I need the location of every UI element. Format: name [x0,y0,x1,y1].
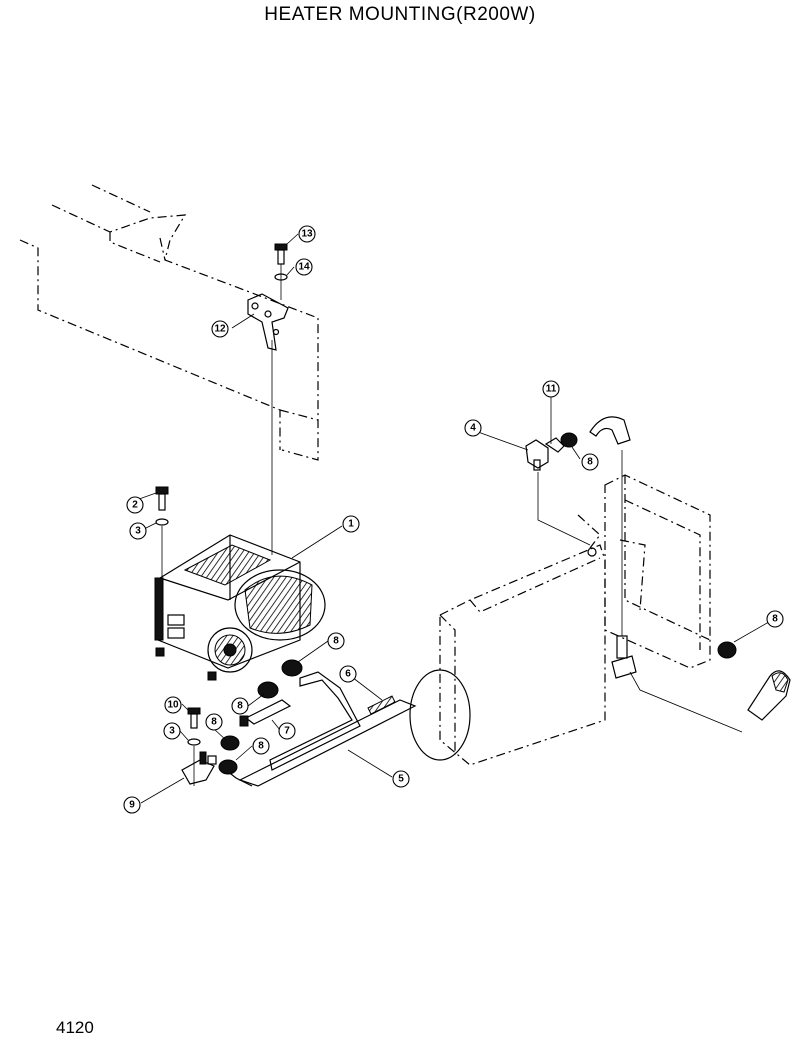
tee-fitting [525,439,549,471]
callout-9: 9 [123,796,141,814]
mounting-bolt [274,243,288,265]
svg-text:14: 14 [298,262,310,273]
hose-clamps-lower [218,659,303,775]
svg-text:1: 1 [348,519,354,530]
svg-text:6: 6 [345,669,351,680]
svg-text:10: 10 [167,700,179,711]
callout-5: 5 [392,770,410,788]
svg-text:8: 8 [258,741,264,752]
callout-8-right: 8 [766,610,784,628]
callout-12: 12 [211,320,229,338]
heater-unit [154,534,326,681]
bolt-10 [187,707,201,729]
svg-text:5: 5 [398,774,404,785]
callout-8-valve-upper: 8 [205,713,223,731]
bolt-2 [155,486,169,511]
leader-lines [127,233,775,804]
callout-14: 14 [295,258,313,276]
radiator-outline [604,474,711,669]
svg-text:11: 11 [546,384,557,395]
water-valve [181,751,217,785]
mounting-bracket [247,293,289,351]
callout-13: 13 [298,225,316,243]
svg-text:7: 7 [284,726,290,737]
svg-text:12: 12 [214,324,226,335]
page-number: 4120 [56,1018,94,1037]
callout-1: 1 [342,515,360,533]
callout-11: 11 [542,380,560,398]
heater-hose-7 [239,699,292,727]
engine-outline [409,514,606,766]
heater-hose-6 [269,671,361,771]
svg-text:8: 8 [237,701,243,712]
lower-radiator-hose [747,670,791,721]
callout-10: 10 [164,696,182,714]
hose-clamps-right [560,432,737,659]
upper-radiator-hose [589,416,631,445]
callout-6: 6 [339,665,357,683]
callout-3-upper: 3 [129,522,147,540]
svg-text:8: 8 [587,457,593,468]
cab-frame-outline [19,184,319,461]
callout-8-top: 8 [581,453,599,471]
svg-text:8: 8 [772,614,778,625]
svg-text:3: 3 [135,526,141,537]
svg-text:4: 4 [470,423,476,434]
callout-2: 2 [126,496,144,514]
svg-text:2: 2 [132,500,138,511]
callout-7: 7 [278,722,296,740]
svg-text:3: 3 [169,726,175,737]
callout-8-valve-lower: 8 [252,737,270,755]
svg-text:8: 8 [333,636,339,647]
diagram-title: HEATER MOUNTING(R200W) [264,4,536,25]
washer-3-lower [187,738,201,746]
callout-8-middle: 8 [231,697,249,715]
svg-text:8: 8 [211,717,217,728]
washer-3-upper [155,518,169,526]
callout-8-heater: 8 [327,632,345,650]
svg-text:9: 9 [129,800,135,811]
callout-3-lower: 3 [163,722,181,740]
svg-text:13: 13 [301,229,313,240]
callout-4: 4 [464,419,482,437]
